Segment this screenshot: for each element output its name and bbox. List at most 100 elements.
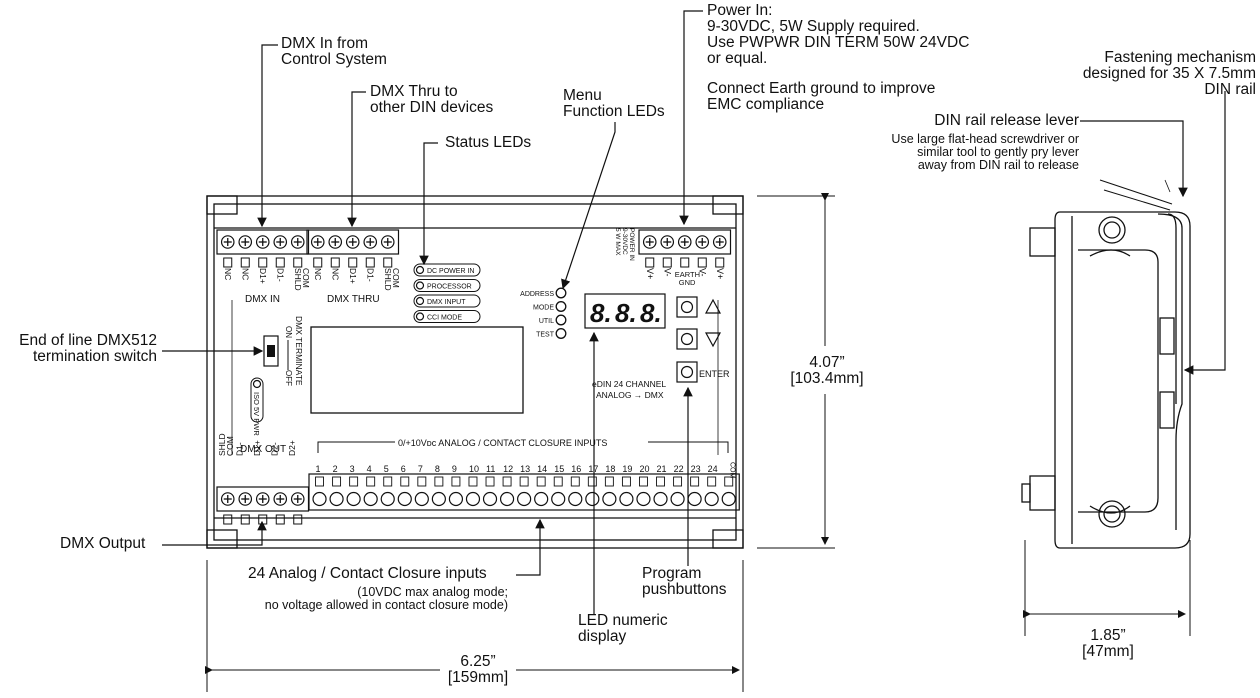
callout-dmx-thru: DMX Thru to other DIN devices <box>370 83 494 116</box>
analog-number: 22 <box>674 464 684 474</box>
dmx-out-pin-label: COM <box>225 436 235 456</box>
power-in-socket <box>662 257 672 268</box>
analog-screw <box>568 491 583 507</box>
analog-socket <box>315 476 324 487</box>
dmx-in-socket <box>240 257 250 268</box>
iso-led-frame <box>250 377 264 423</box>
status-led-frame <box>413 294 481 308</box>
analog-screw <box>312 491 327 507</box>
analog-socket <box>332 476 342 487</box>
analog-socket <box>724 476 734 487</box>
analog-number: 14 <box>537 464 547 474</box>
dim-height: 4.07” [103.4mm] <box>790 354 864 387</box>
analog-number: 7 <box>418 464 423 474</box>
status-led-frame <box>413 279 481 292</box>
switch-on-label: ON <box>284 326 293 338</box>
up-button <box>676 296 698 318</box>
analog-number: 2 <box>333 464 338 474</box>
menu-led-label: ADDRESS <box>520 291 554 298</box>
terminal-blocks <box>216 229 740 525</box>
menu-led-label: TEST <box>536 332 555 339</box>
callout-dmx-output: DMX Output <box>60 535 146 552</box>
analog-socket <box>570 476 580 487</box>
power-pin-label: EARTH <box>675 270 700 279</box>
side-view <box>1021 179 1191 549</box>
analog-socket <box>366 476 376 487</box>
power-in-socket <box>680 257 690 268</box>
up-button-cap <box>680 300 694 314</box>
dmx-thru-socket <box>365 257 375 268</box>
callout-termination: End of line DMX512 termination switch <box>19 332 157 365</box>
dmx-out-pin-label: D2- <box>269 442 279 456</box>
down-button <box>676 328 698 350</box>
analog-socket <box>451 476 461 487</box>
analog-number: 21 <box>657 464 667 474</box>
dmx-in-socket <box>223 257 233 268</box>
analog-screw <box>585 491 600 507</box>
analog-number: 19 <box>622 464 632 474</box>
seg-digit: 8. <box>640 298 662 328</box>
analog-socket <box>536 476 546 487</box>
dmx-out-socket <box>223 514 233 525</box>
analog-screw <box>380 491 395 507</box>
analog-socket <box>673 476 683 487</box>
dmx-in-pin-label: NC <box>240 268 250 280</box>
arrow-down-icon <box>704 332 722 348</box>
callout-menu-leds: Menu Function LEDs <box>563 87 665 120</box>
power-in-socket <box>645 257 655 268</box>
analog-screw <box>534 491 549 507</box>
dmx-thru-pin-label: SHLD <box>383 268 393 291</box>
menu-led <box>555 301 567 312</box>
status-led <box>415 281 425 290</box>
dmx-out-socket <box>275 514 285 525</box>
dmx-out-pin-label: SHLD <box>217 433 227 456</box>
analog-number: 16 <box>571 464 581 474</box>
analog-socket <box>502 476 512 487</box>
iso-label: ISO 5V PWR <box>252 392 261 436</box>
down-button-cap <box>680 332 694 346</box>
dmx-thru-socket <box>348 257 358 268</box>
callout-din-release: DIN rail release lever <box>934 112 1079 129</box>
dmx-out-title: DMX OUT <box>240 444 286 455</box>
analog-screw <box>465 491 481 507</box>
analog-socket <box>639 476 648 487</box>
status-led <box>415 312 425 321</box>
analog-number: 3 <box>350 464 355 474</box>
power-pin-label: V+ <box>645 268 655 279</box>
callout-program-buttons: Program pushbuttons <box>642 565 727 598</box>
dmx-out-socket <box>240 514 250 525</box>
power-in-socket <box>697 257 707 268</box>
analog-screw <box>619 491 634 507</box>
analog-screw <box>397 491 412 507</box>
analog-screw <box>670 491 685 507</box>
analog-screw <box>346 491 361 507</box>
analog-number: 10 <box>469 464 479 474</box>
power-pin-label: V+ <box>715 268 725 279</box>
model-line-2: ANALOG → DMX <box>596 390 664 400</box>
switch-off-label: OFF <box>284 370 293 386</box>
dmx-thru-pin-label: D1+ <box>348 268 358 284</box>
dmx-in-pin-label: SHLD <box>293 268 303 291</box>
analog-socket <box>656 476 665 487</box>
menu-led-label: UTIL <box>539 318 554 325</box>
analog-header: 0/+10Vᴅᴄ ANALOG / CONTACT CLOSURE INPUTS <box>398 438 607 448</box>
callout-din-release-note: Use large flat-head screwdriver or simil… <box>891 132 1079 172</box>
analog-socket <box>383 476 393 487</box>
power-label: 5 W MAX <box>614 228 621 256</box>
analog-screw <box>517 491 532 507</box>
status-led-label: PROCESSOR <box>427 284 472 291</box>
analog-screw <box>551 491 566 507</box>
dmx-out-socket <box>258 514 268 525</box>
callout-earth-note: Connect Earth ground to improve EMC comp… <box>707 80 936 113</box>
analog-screw <box>414 491 429 507</box>
callout-analog-inputs: 24 Analog / Contact Closure inputs <box>248 565 487 582</box>
dmx-out-socket <box>293 514 303 525</box>
arrow-up-icon <box>704 298 722 314</box>
analog-screw <box>363 491 378 507</box>
analog-socket <box>604 476 614 487</box>
seg-digit: 8. <box>590 298 612 328</box>
dmx-in-block <box>216 229 310 255</box>
callout-power-in-body: 9-30VDC, 5W Supply required. Use PWPWR D… <box>707 18 970 67</box>
analog-screw <box>482 491 498 507</box>
power-pin-label: V- <box>662 268 672 277</box>
